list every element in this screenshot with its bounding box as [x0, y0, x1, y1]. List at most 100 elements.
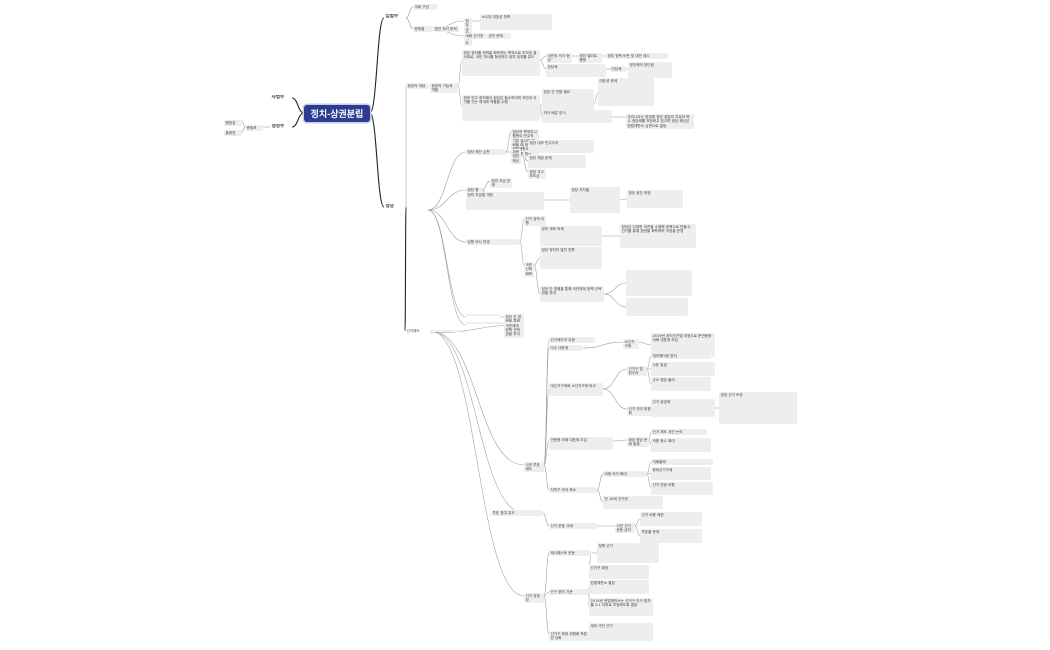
party-item[interactable]	[626, 298, 688, 316]
party-item[interactable]: 의석 배분 방식	[542, 110, 612, 123]
connector-line	[646, 368, 652, 385]
executive-child[interactable]: 행정성	[224, 120, 242, 126]
branch-legislature[interactable]: 입법부	[385, 14, 399, 19]
connector-line	[612, 439, 628, 442]
party-item[interactable]: 국민 신뢰 회복	[524, 262, 534, 277]
party-item[interactable]: 정당 국고보조금	[528, 169, 546, 180]
party-item[interactable]: 정당 공천 과정	[627, 190, 683, 208]
party-item[interactable]: 우리나라는 헌법에 정당 설립의 자유와 복수 정당제를 보장하고 있으며 정당…	[626, 114, 694, 129]
election-item[interactable]: 선거 비용 제한	[640, 512, 702, 526]
party-item[interactable]: 양당제의 장단점	[628, 62, 672, 78]
election-item[interactable]: 정책 선거	[597, 543, 659, 563]
legislature-item[interactable]: 법안 처리 문제	[433, 26, 459, 32]
party-item[interactable]: 정당 간 경쟁을 통해 국민에게 정책 선택권을 부여	[504, 314, 524, 338]
party-item[interactable]: 선거 공약 이행	[524, 216, 546, 227]
election-item[interactable]: 소선거구제	[623, 339, 639, 350]
election-item[interactable]: 의원 정수 확대	[651, 438, 711, 452]
party-item[interactable]: 양당제	[546, 64, 606, 77]
legislature-item[interactable]: 소수당 대표성 부족	[480, 14, 552, 30]
election-item[interactable]: 인구 편차 기준	[549, 589, 589, 595]
election-item[interactable]: 게리맨더링 방지	[651, 353, 711, 359]
election-item[interactable]: 선거제도의 유형	[549, 337, 595, 343]
party-item[interactable]	[430, 330, 460, 332]
connector-line	[596, 489, 604, 503]
party-item[interactable]	[466, 314, 500, 316]
legislature-item[interactable]: 문제점	[413, 26, 433, 32]
party-item[interactable]: 정당의 기능과 역할	[430, 83, 458, 94]
election-item[interactable]: 군소 정당 불리	[651, 377, 711, 391]
election-item[interactable]: 선거 관리 위원회	[627, 406, 655, 417]
connector-line	[596, 473, 604, 491]
party-item[interactable]: 다당제	[610, 66, 626, 72]
election-item[interactable]: 다수 대표제	[549, 345, 583, 351]
party-item[interactable]: 정당 내부 민주주의	[528, 140, 594, 153]
connector-line	[603, 293, 627, 308]
election-item[interactable]: 선거 공정성	[524, 593, 544, 604]
connector-line	[648, 439, 652, 446]
party-item[interactable]: 정당은 다양한 의견을 수렴해 정책으로 만들고, 선거를 통해 정권을 획득하…	[620, 224, 696, 248]
election-item[interactable]: 석패율제	[651, 459, 713, 465]
election-item[interactable]: 공정 선거 보장	[719, 392, 797, 424]
party-item[interactable]: 정당 지지율	[570, 187, 620, 213]
connector-line	[543, 552, 550, 597]
party-item[interactable]: 대표성 문제	[598, 78, 654, 106]
election-item[interactable]: 비례 의석 확대	[603, 471, 647, 477]
connector-line	[404, 206, 407, 332]
election-item[interactable]: 사전 선거 운동 금지	[615, 523, 635, 534]
election-item[interactable]: 지역구 의석 축소	[549, 487, 597, 493]
party-item[interactable]: 정치 엘리트 충원	[578, 53, 602, 64]
election-item[interactable]: 투표율 문제	[640, 529, 702, 543]
party-item[interactable]: 현대 민주 정치에서 정당은 필수적이며 국민과 국가를 잇는 매개체 역할을 …	[462, 95, 540, 121]
election-item[interactable]: 만 18세 선거권	[603, 496, 663, 509]
party-item[interactable]	[466, 322, 522, 324]
branch-election[interactable]: 선거제도	[406, 328, 420, 333]
connector-line	[582, 341, 624, 349]
party-item[interactable]: 정당 정치의 발전 방향	[540, 247, 602, 269]
election-item[interactable]: 재외 국민 선거	[589, 623, 653, 641]
party-item[interactable]: 정부 정책 비판 및 대안 제시	[606, 53, 668, 59]
election-item[interactable]: 선거 제도 개선 논의	[651, 429, 707, 435]
root-node[interactable]: 정치-상권분립	[304, 105, 370, 122]
election-item[interactable]: 사표 발생	[651, 362, 715, 376]
party-item[interactable]: 정당 재정 문제	[528, 155, 586, 168]
election-item[interactable]: 연동형 비례 대표제 도입	[549, 437, 613, 450]
party-item[interactable]: 국민의 의사 형성	[546, 53, 572, 64]
election-item[interactable]: 2014년 헌법재판소는 선거구 인구 편차를 2:1 이하로 조정하도록 결정	[589, 598, 653, 616]
election-item[interactable]: 선거구 획정 위원회 독립성 강화	[549, 631, 589, 642]
branch-executive[interactable]: 행정부	[271, 124, 285, 129]
party-item[interactable]: 정치 자금법 개정	[466, 192, 544, 210]
election-item[interactable]: 투표 참여 유도	[491, 510, 543, 516]
election-item[interactable]: 사전 투표 제도	[524, 462, 544, 473]
branch-party[interactable]: 정당	[385, 204, 394, 209]
branch-judiciary[interactable]: 사법부	[271, 95, 285, 100]
election-item[interactable]: 매니페스토 운동	[549, 550, 591, 556]
election-item[interactable]: 선거 연령 하향	[651, 482, 713, 495]
executive-child[interactable]: 총체포	[245, 125, 263, 131]
election-item[interactable]: 선거 운동 규제	[549, 523, 597, 529]
election-item[interactable]: 헌법재판소 결정	[589, 580, 649, 594]
connector-line	[369, 17, 385, 114]
election-item[interactable]: 선거구 법정주의	[627, 366, 647, 377]
election-item[interactable]: 선거구 획정	[589, 565, 649, 579]
legislature-item[interactable]: 공천 문제	[487, 33, 511, 39]
election-item[interactable]: 대선거구제와 소선거구제 비교	[549, 383, 603, 396]
party-item[interactable]: 정당의 개념	[406, 83, 428, 89]
party-item[interactable]: 정당 간 경쟁을 통해 국민에게 정책 선택권을 부여	[540, 286, 604, 302]
election-item[interactable]: 중대선거구제	[651, 467, 711, 480]
legislature-item[interactable]: 국회 선거권	[464, 33, 486, 39]
executive-child[interactable]: 통령연	[224, 130, 242, 136]
party-item[interactable]: 정당 해산 심판	[466, 149, 506, 155]
legislature-item[interactable]: 국회 구성	[413, 4, 437, 10]
connector-line	[533, 264, 541, 295]
party-item[interactable]: 정치 개혁 과제	[540, 226, 602, 246]
party-item[interactable]	[626, 270, 692, 296]
party-item[interactable]: 위헌 정당 해산	[511, 149, 521, 164]
party-item[interactable]: 정치 자금 문제	[490, 178, 512, 189]
party-item[interactable]: 당원 의사 반영	[466, 239, 520, 245]
election-item[interactable]: 위성 정당 문제 발생	[627, 437, 649, 448]
connector-line	[241, 126, 246, 133]
party-item[interactable]: 정당 정치를 권력을 획득하는 목적으로 조직된 결사체로, 국민 의사를 형성…	[462, 50, 540, 76]
connector-line	[543, 591, 550, 597]
election-item[interactable]: 선거 공영제	[651, 399, 715, 417]
